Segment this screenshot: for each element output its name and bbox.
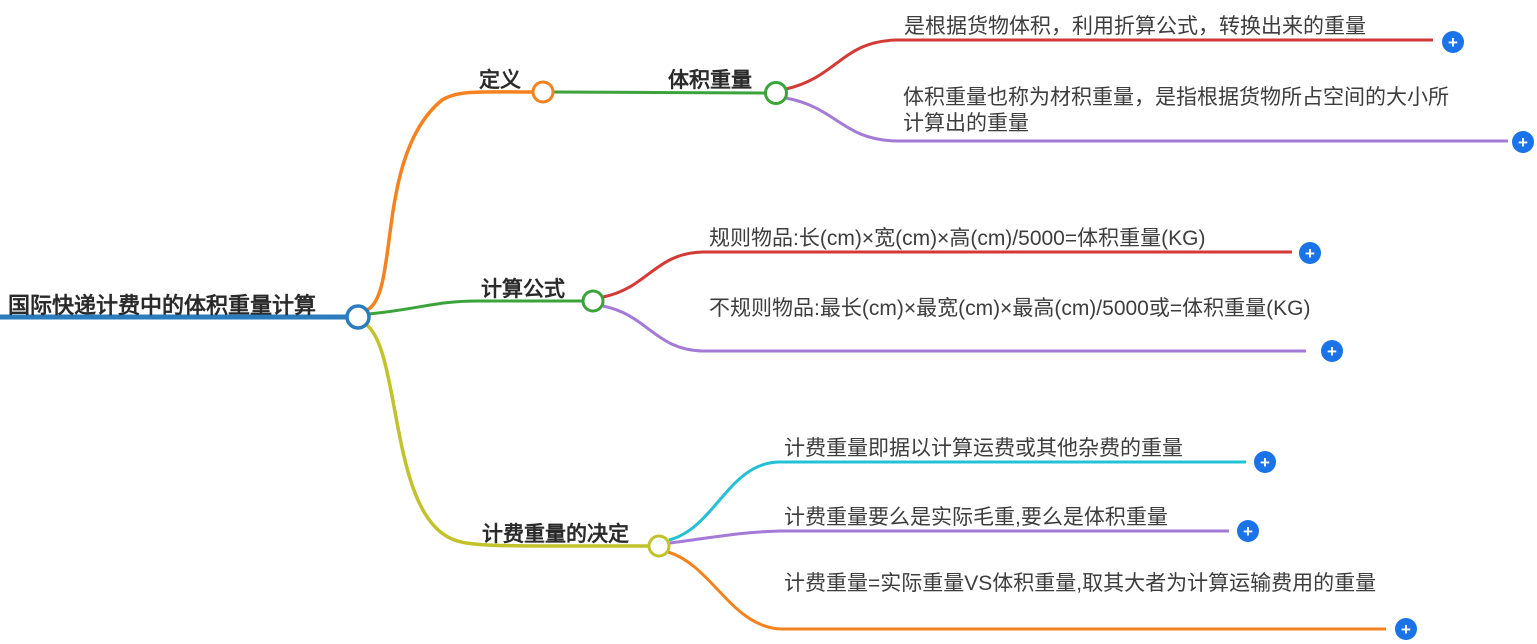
volume-weight-node-circle[interactable] xyxy=(764,81,788,105)
leaf-formula-regular-curve xyxy=(602,250,1292,299)
add-child-icon[interactable]: + xyxy=(1321,340,1343,362)
node-formula-label[interactable]: 计算公式 xyxy=(481,278,565,301)
leaf-formula-irregular-curve xyxy=(602,304,1306,353)
chargeable-node-circle[interactable] xyxy=(647,534,671,558)
root-node-circle[interactable] xyxy=(345,304,371,330)
leaf-chargeable-2-curve xyxy=(669,529,1229,545)
leaf-chargeable-3-text[interactable]: 计费重量=实际重量VS体积重量,取其大者为计算运输费用的重量 xyxy=(784,572,1377,595)
add-child-icon[interactable]: + xyxy=(1512,131,1534,153)
leaf-chargeable-2-text[interactable]: 计费重量要么是实际毛重,要么是体积重量 xyxy=(784,506,1168,529)
branch-definition-curve xyxy=(366,90,534,312)
leaf-formula-regular-text[interactable]: 规则物品:长(cm)×宽(cm)×高(cm)/5000=体积重量(KG) xyxy=(709,227,1206,250)
leaf-chargeable-1-text[interactable]: 计费重量即据以计算运费或其他杂费的重量 xyxy=(784,437,1183,460)
leaf-chargeable-1-curve xyxy=(668,460,1246,542)
node-chargeable-label[interactable]: 计费重量的决定 xyxy=(482,523,629,546)
leaf-chargeable-3-curve xyxy=(667,550,1386,631)
add-child-icon[interactable]: + xyxy=(1237,520,1259,542)
leaf-volume-def-1-text[interactable]: 是根据货物体积，利用折算公式，转换出来的重量 xyxy=(904,15,1366,38)
add-child-icon[interactable]: + xyxy=(1442,31,1464,53)
branch-formula-curve xyxy=(368,299,582,316)
add-child-icon[interactable]: + xyxy=(1254,451,1276,473)
add-child-icon[interactable]: + xyxy=(1395,618,1417,640)
leaf-formula-irregular-text[interactable]: 不规则物品:最长(cm)×最宽(cm)×最高(cm)/5000或=体积重量(KG… xyxy=(709,297,1311,320)
node-volume-weight-label[interactable]: 体积重量 xyxy=(668,69,752,92)
leaf-volume-def-2-curve xyxy=(785,96,1508,143)
leaf-volume-def-1-curve xyxy=(785,38,1433,91)
definition-node-circle[interactable] xyxy=(531,80,555,104)
formula-node-circle[interactable] xyxy=(581,289,605,313)
add-child-icon[interactable]: + xyxy=(1299,242,1321,264)
node-definition-label[interactable]: 定义 xyxy=(479,69,521,92)
leaf-volume-def-2-text[interactable]: 体积重量也称为材积重量，是指根据货物所占空间的大小所计算出的重量 xyxy=(903,86,1449,135)
definition-to-volume-weight-curve xyxy=(552,90,766,95)
root-topic-label[interactable]: 国际快递计费中的体积重量计算 xyxy=(8,293,317,318)
branch-chargeable-curve xyxy=(362,321,650,548)
